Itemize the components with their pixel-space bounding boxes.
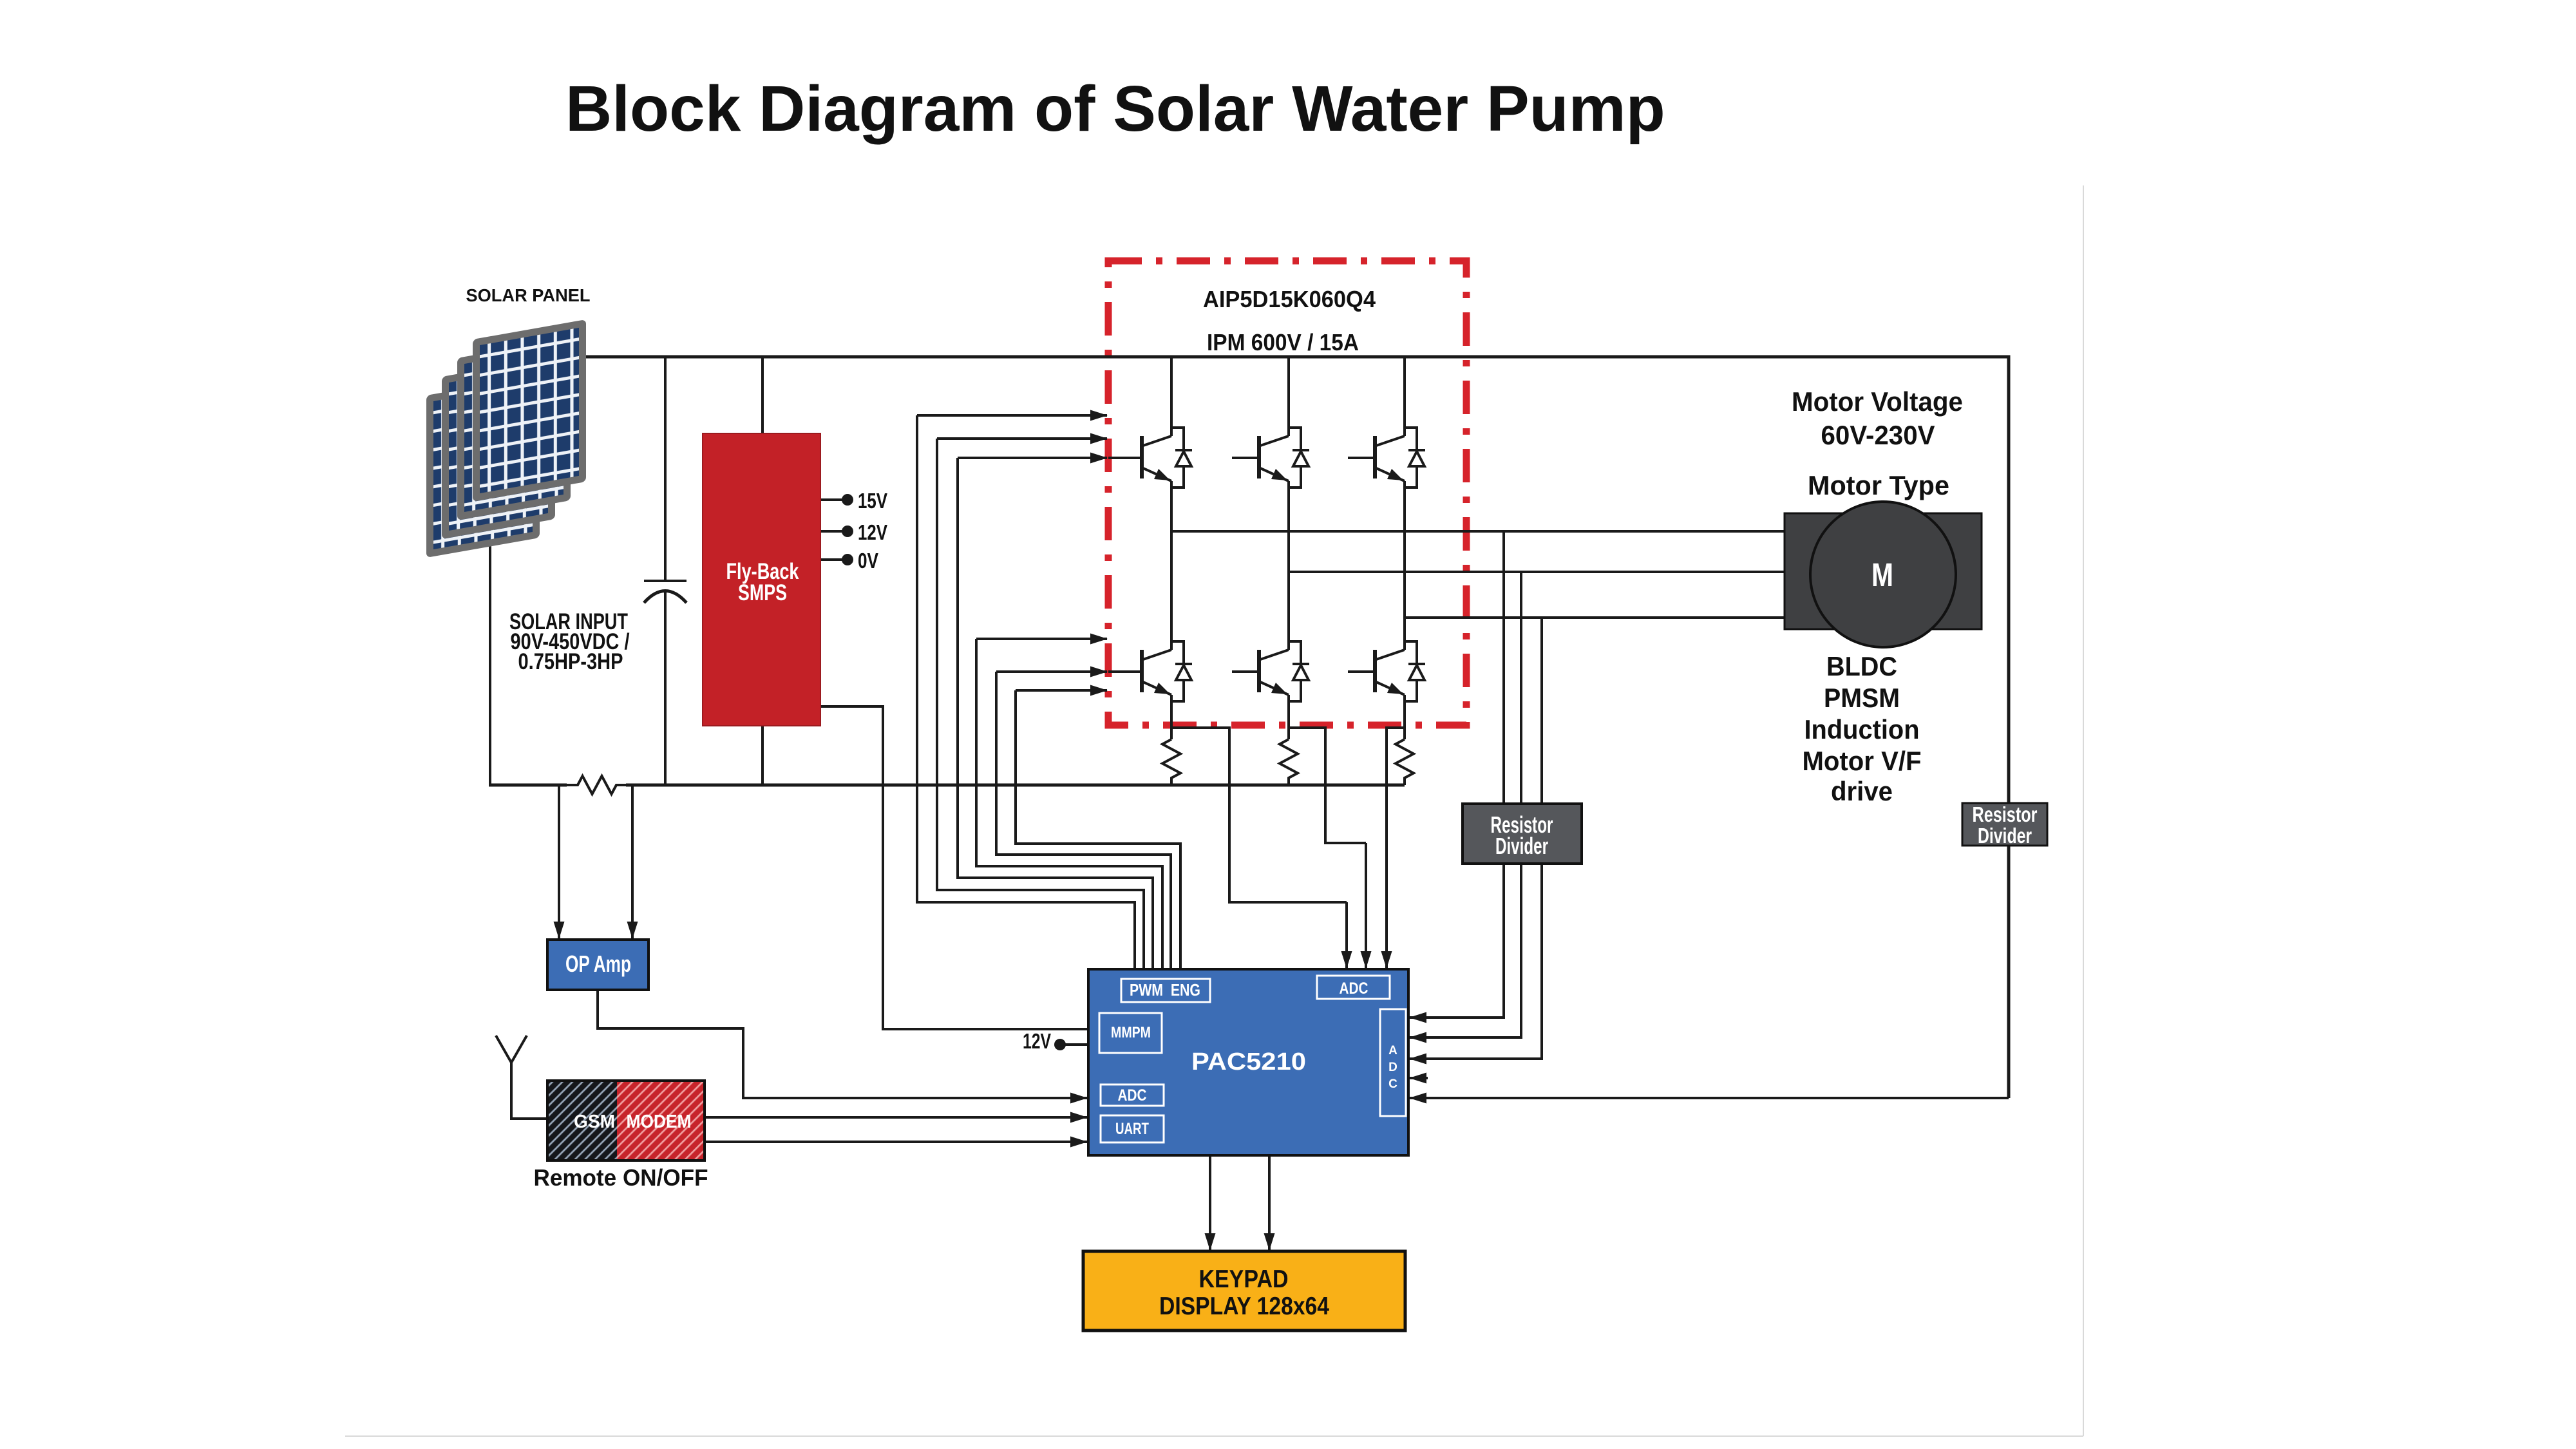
svg-text:PWM ENG: PWM ENG (1130, 980, 1200, 999)
svg-text:AIP5D15K060Q4: AIP5D15K060Q4 (1203, 286, 1376, 312)
svg-text:drive: drive (1831, 776, 1893, 806)
svg-text:BLDC: BLDC (1826, 651, 1897, 681)
svg-text:Motor V/F: Motor V/F (1803, 746, 1922, 776)
svg-text:GSM: GSM (574, 1112, 615, 1132)
svg-text:MMPM: MMPM (1111, 1024, 1151, 1041)
svg-text:Remote ON/OFF: Remote ON/OFF (534, 1164, 708, 1191)
svg-text:Divider: Divider (1495, 833, 1548, 859)
svg-text:D: D (1388, 1061, 1397, 1074)
svg-text:Motor Voltage: Motor Voltage (1792, 386, 1963, 417)
svg-text:SMPS: SMPS (738, 580, 787, 605)
svg-text:Divider: Divider (1978, 824, 2032, 848)
svg-text:12V: 12V (858, 520, 887, 544)
svg-text:IPM 600V / 15A: IPM 600V / 15A (1207, 329, 1359, 355)
svg-text:UART: UART (1115, 1120, 1149, 1138)
svg-text:C: C (1388, 1077, 1397, 1091)
svg-text:Induction: Induction (1804, 714, 1920, 744)
svg-text:90V-450VDC /: 90V-450VDC / (511, 629, 630, 654)
svg-text:Resistor: Resistor (1491, 811, 1553, 838)
svg-text:MODEM: MODEM (627, 1112, 692, 1132)
svg-text:Block Diagram of Solar Water P: Block Diagram of Solar Water Pump (565, 73, 1665, 145)
svg-text:OP Amp: OP Amp (565, 951, 631, 977)
svg-text:0V: 0V (858, 549, 878, 573)
svg-text:0.75HP-3HP: 0.75HP-3HP (518, 649, 623, 674)
svg-text:KEYPAD: KEYPAD (1199, 1265, 1289, 1293)
svg-text:60V-230V: 60V-230V (1821, 420, 1935, 450)
svg-text:SOLAR PANEL: SOLAR PANEL (466, 285, 591, 305)
svg-text:Resistor: Resistor (1973, 802, 2038, 826)
svg-text:12V: 12V (1023, 1029, 1051, 1053)
svg-text:PMSM: PMSM (1824, 683, 1900, 713)
svg-text:M: M (1871, 556, 1893, 593)
svg-text:Fly-Back: Fly-Back (726, 559, 799, 584)
svg-text:15V: 15V (858, 489, 887, 513)
svg-text:ADC: ADC (1118, 1086, 1147, 1104)
svg-text:A: A (1388, 1044, 1397, 1057)
svg-text:DISPLAY 128x64: DISPLAY 128x64 (1159, 1293, 1329, 1320)
svg-text:PAC5210: PAC5210 (1191, 1048, 1306, 1075)
svg-text:SOLAR INPUT: SOLAR INPUT (509, 609, 628, 634)
svg-text:ADC: ADC (1340, 980, 1368, 998)
svg-text:Motor Type: Motor Type (1808, 470, 1949, 500)
